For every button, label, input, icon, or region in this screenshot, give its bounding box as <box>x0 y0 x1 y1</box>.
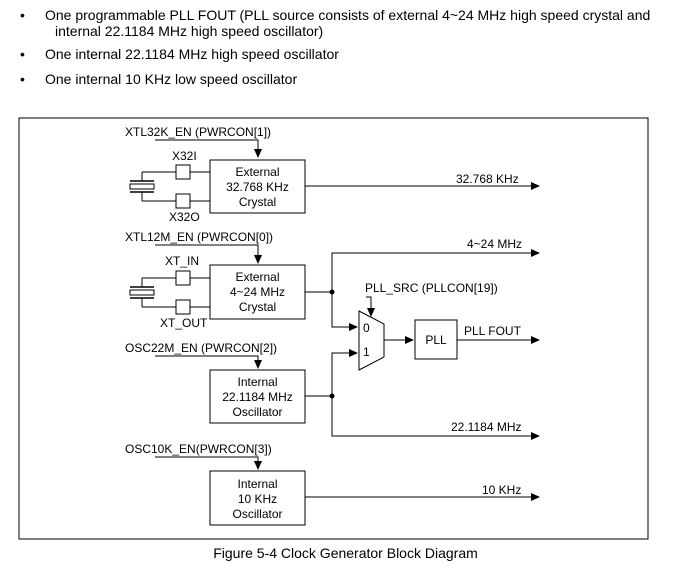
int22-line3: Oscillator <box>232 405 282 419</box>
mux-input1-wire <box>331 349 358 396</box>
out-22m-arrow <box>331 396 540 440</box>
ext32-line2: 32.768 KHz <box>226 180 289 194</box>
bullet-text-line2: internal 22.1184 MHz high speed oscillat… <box>55 23 324 39</box>
osc22m-en-line <box>155 355 262 369</box>
int22-line1: Internal <box>237 375 277 389</box>
ext4-line1: External <box>235 270 279 284</box>
figure-caption: Figure 5-4 Clock Generator Block Diagram <box>213 545 478 561</box>
pll-source-mux <box>358 310 385 371</box>
x32o-pin <box>175 193 191 209</box>
x32i-label: X32I <box>172 149 197 163</box>
xt-in-label: XT_IN <box>165 254 199 268</box>
x32o-label: X32O <box>169 210 200 224</box>
int10-line3: Oscillator <box>232 507 282 521</box>
out-32k-label: 32.768 KHz <box>456 172 519 186</box>
xtl32k-en-line <box>155 139 262 158</box>
out-10k-label: 10 KHz <box>482 483 521 497</box>
pll-src-label: PLL_SRC (PLLCON[19]) <box>365 281 498 295</box>
external-32k-crystal-block <box>209 159 306 214</box>
internal-10k-oscillator-block <box>209 470 306 526</box>
xtl12m-en-label: XTL12M_EN (PWRCON[0]) <box>125 230 273 244</box>
out-pll-label: PLL FOUT <box>464 324 522 338</box>
bullet-dot: • <box>20 7 25 23</box>
ext4-line2: 4~24 MHz <box>230 285 285 299</box>
pll-src-line <box>366 296 375 317</box>
bullet-dot: • <box>20 46 25 62</box>
pll-label: PLL <box>425 333 447 347</box>
xtl12m-en-line <box>155 244 262 264</box>
diagram-frame <box>18 117 649 540</box>
mux-input0-wire <box>331 292 358 331</box>
osc22m-en-label: OSC22M_EN (PWRCON[2]) <box>125 341 277 355</box>
internal-22m-oscillator-block <box>209 369 306 424</box>
mux-input0-label: 0 <box>363 321 370 335</box>
xtl32k-en-label: XTL32K_EN (PWRCON[1]) <box>125 125 271 139</box>
int10-line1: Internal <box>237 477 277 491</box>
bullet-dot: • <box>20 71 25 87</box>
out-22m-label: 22.1184 MHz <box>451 420 521 434</box>
ext32-line1: External <box>235 165 279 179</box>
bullet-text: One internal 10 KHz low speed oscillator <box>45 71 298 87</box>
crystal-4-24m-symbol <box>129 277 176 308</box>
xt-out-pin <box>175 299 191 315</box>
pll-block <box>414 319 458 360</box>
mux-input1-label: 1 <box>363 345 370 359</box>
ext32-line3: Crystal <box>239 195 276 209</box>
x32i-pin <box>175 164 191 180</box>
crystal-32k-symbol <box>129 171 176 202</box>
int10-line2: 10 KHz <box>238 492 277 506</box>
int22-line2: 22.1184 MHz <box>222 390 292 404</box>
xt-in-pin <box>175 270 191 286</box>
bullet-text: One internal 22.1184 MHz high speed osci… <box>45 46 339 62</box>
bullet-text: One programmable PLL FOUT (PLL source co… <box>45 7 685 39</box>
osc10k-en-line <box>155 456 262 470</box>
ext4-line3: Crystal <box>239 300 276 314</box>
xt-out-label: XT_OUT <box>160 316 208 330</box>
osc10k-en-label: OSC10K_EN(PWRCON[3]) <box>125 442 272 456</box>
out-4-24m-label: 4~24 MHz <box>467 237 522 251</box>
bullet-text-line1: One programmable PLL FOUT (PLL source co… <box>45 7 651 23</box>
out-4-24m-arrow <box>331 249 540 292</box>
